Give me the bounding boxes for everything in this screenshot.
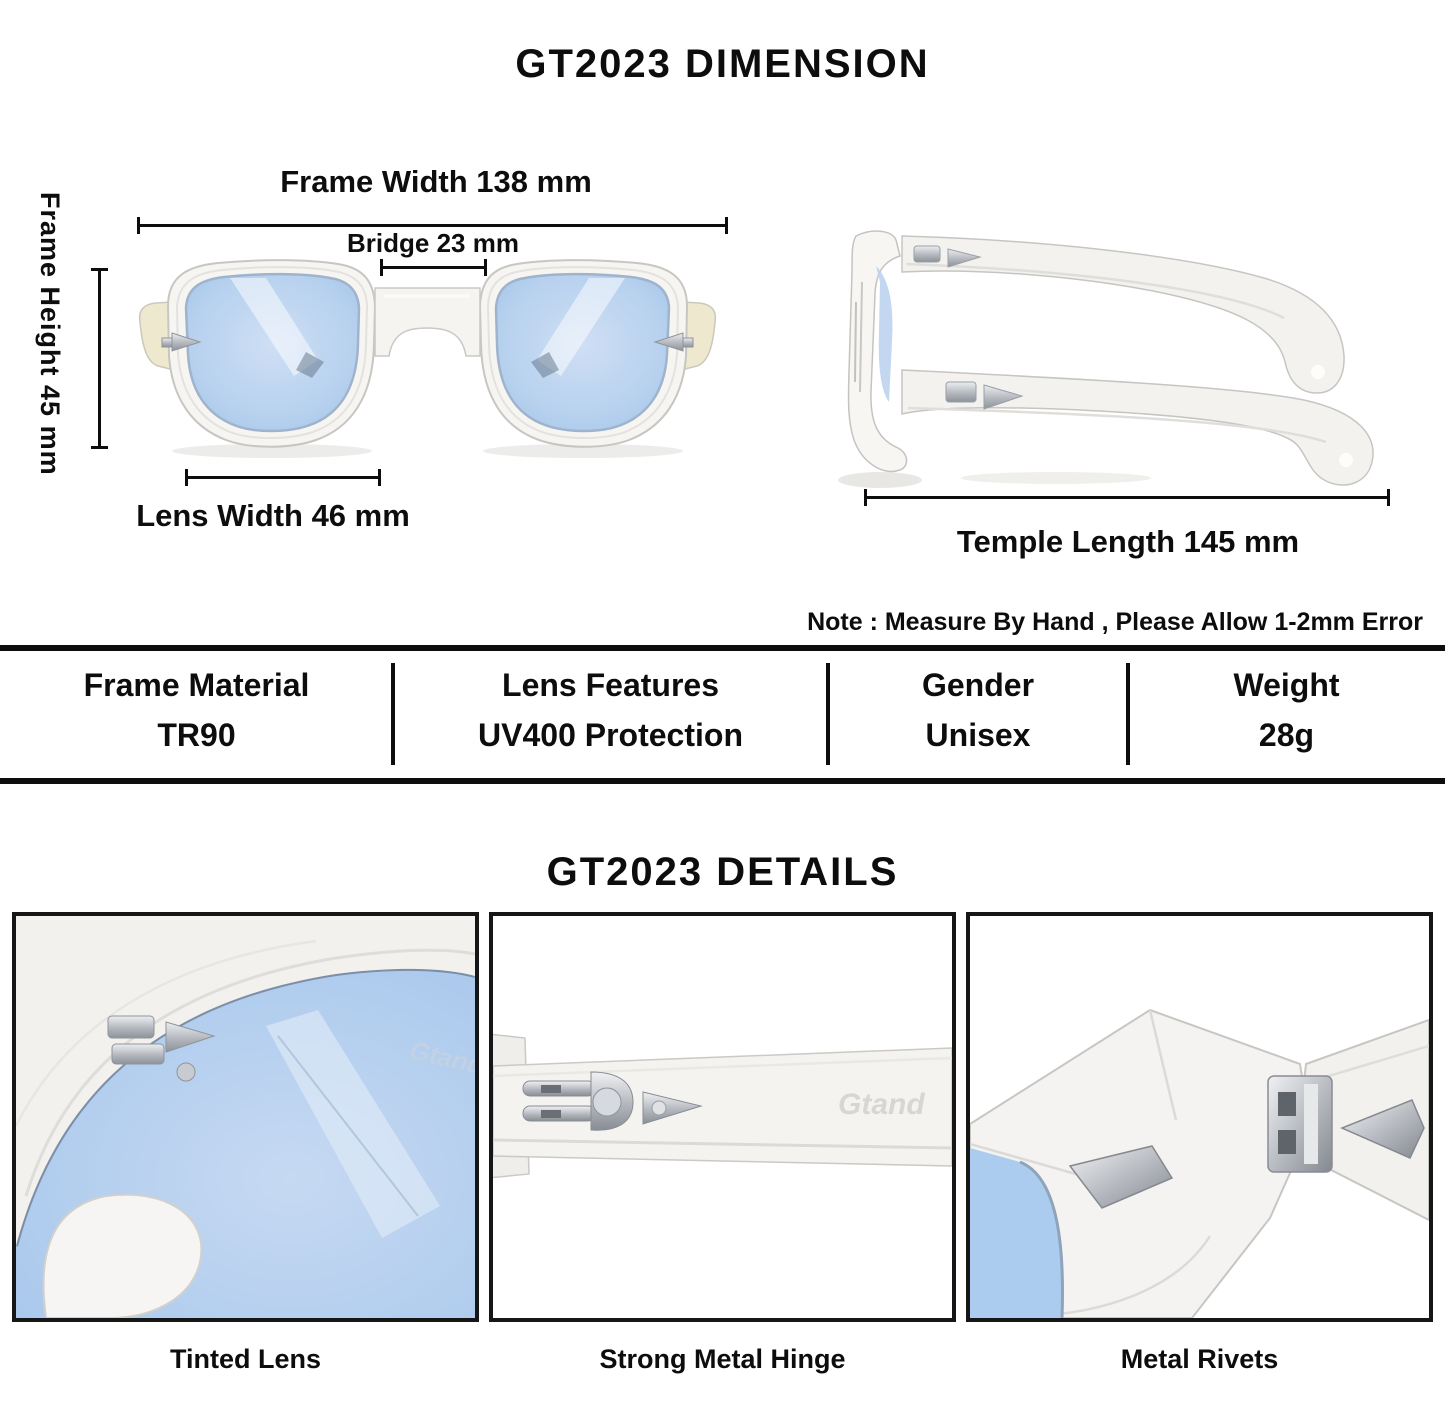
caption-metal-rivets: Metal Rivets (1120, 1344, 1279, 1374)
caption-strong-metal-hinge: Strong Metal Hinge (599, 1344, 846, 1374)
sunglasses-front-view-illustration (138, 258, 717, 460)
frame-width-dimension-line (137, 217, 728, 234)
spec-label: Frame Material (83, 667, 310, 703)
metal-hinge-illustration: Gtand (493, 916, 952, 1318)
spec-value: Unisex (925, 717, 1031, 753)
measurement-note: Note : Measure By Hand , Please Allow 1-… (807, 608, 1423, 636)
spec-label: Weight (1233, 667, 1340, 703)
details-section-title: GT2023 DETAILS (546, 850, 899, 894)
dimension-section-title: GT2023 DIMENSION (515, 42, 930, 86)
tinted-lens-illustration: Gtand (16, 916, 475, 1318)
bridge-label: Bridge 23 mm (347, 228, 519, 258)
spec-frame-material: Frame Material TR90 (0, 651, 393, 778)
temple-length-dimension-line (864, 489, 1390, 506)
frame-width-label: Frame Width 138 mm (280, 164, 592, 199)
spec-weight: Weight 28g (1128, 651, 1445, 778)
temple-length-label: Temple Length 145 mm (956, 524, 1300, 559)
table-separator (391, 663, 395, 765)
spec-gender: Gender Unisex (828, 651, 1128, 778)
frame-height-dimension-line (91, 268, 108, 449)
sunglasses-side-view-illustration (838, 230, 1374, 488)
table-separator (1126, 663, 1130, 765)
spec-value: 28g (1258, 717, 1315, 753)
spec-value: UV400 Protection (478, 717, 743, 753)
caption-tinted-lens: Tinted Lens (169, 1344, 322, 1374)
metal-rivets-photo (966, 912, 1433, 1322)
spec-value: TR90 (157, 717, 236, 753)
table-separator (826, 663, 830, 765)
spec-label: Lens Features (502, 667, 719, 703)
spec-label: Gender (921, 667, 1035, 703)
spec-lens-features: Lens Features UV400 Protection (393, 651, 828, 778)
frame-height-label: Frame Height 45 mm (35, 192, 65, 476)
metal-hinge-photo: Gtand (489, 912, 956, 1322)
metal-rivets-illustration (970, 916, 1429, 1318)
lens-width-dimension-line (185, 469, 381, 486)
lens-width-label: Lens Width 46 mm (136, 498, 410, 533)
bridge-dimension-line (380, 259, 487, 276)
tinted-lens-photo: Gtand (12, 912, 479, 1322)
brand-watermark: Gtand (838, 1088, 925, 1121)
spec-table: Frame Material TR90 Lens Features UV400 … (0, 645, 1445, 784)
